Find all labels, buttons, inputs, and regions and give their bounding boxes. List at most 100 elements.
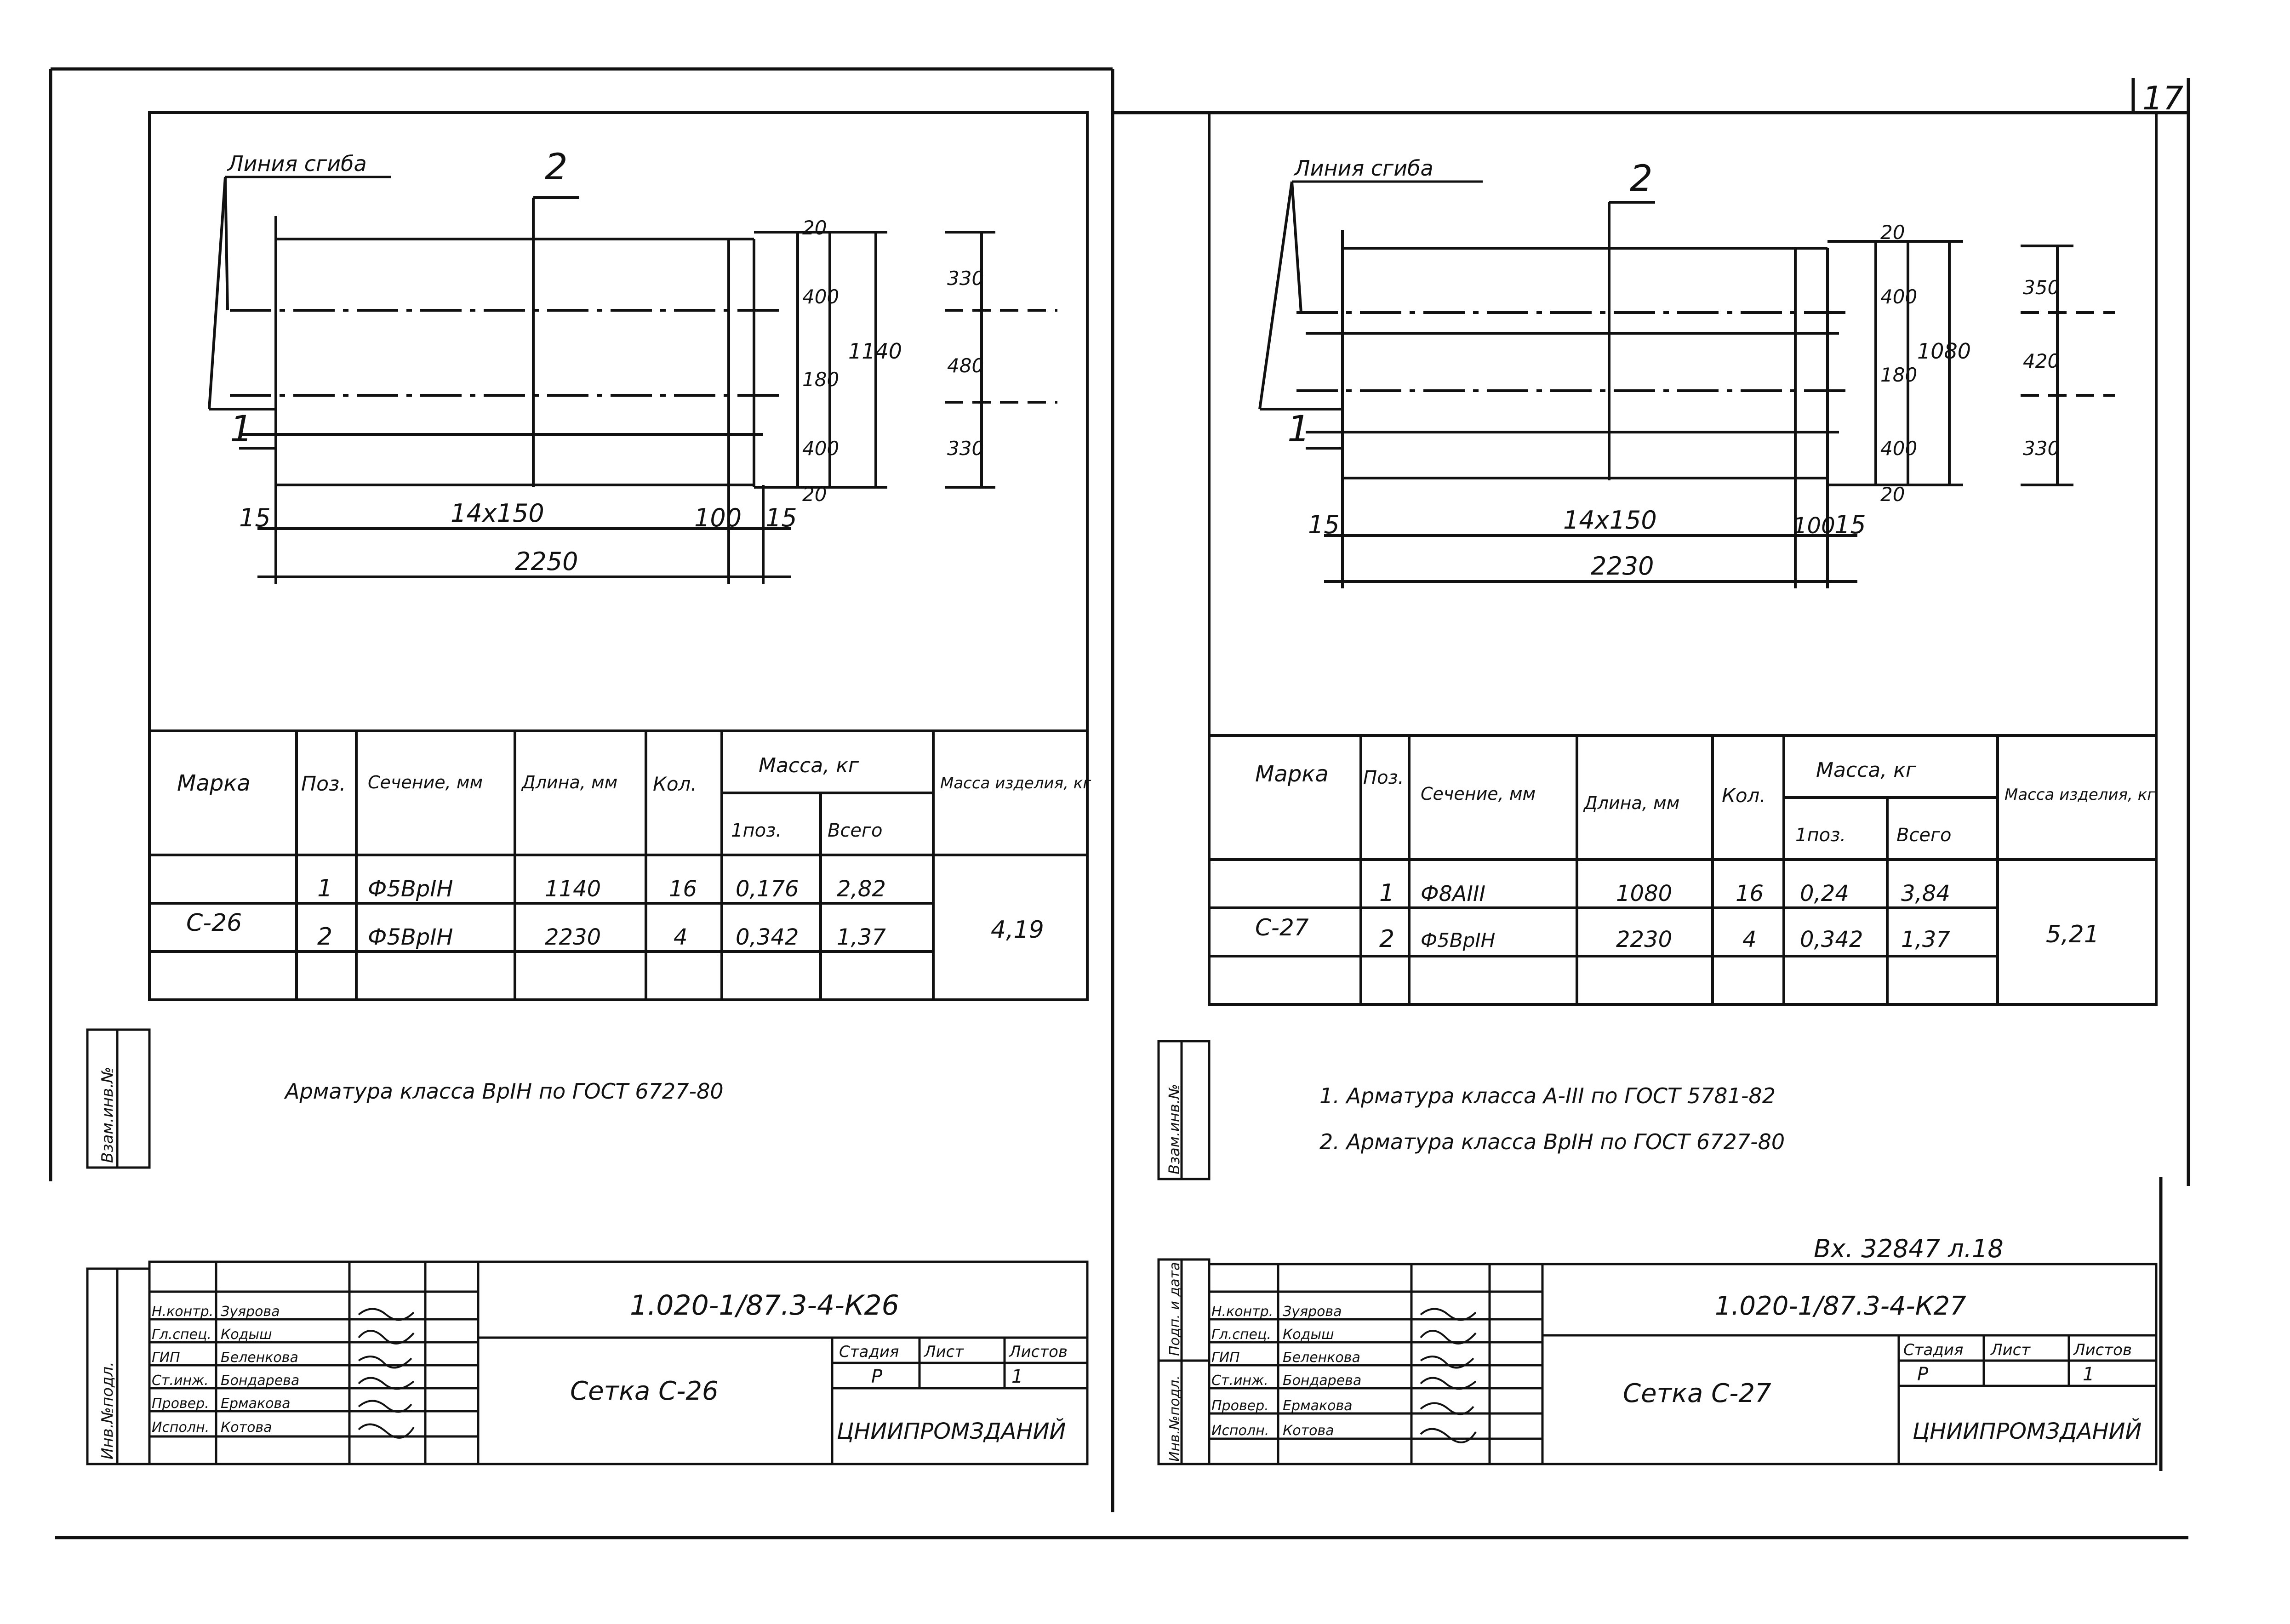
dim-r1-0: 20 [802,217,827,239]
name-3: Бондарева [1283,1373,1361,1389]
name-5: Котова [1283,1423,1334,1439]
dim-r-total: 1140 [848,339,902,364]
name-5: Котова [221,1419,272,1436]
role-2: ГИП [152,1350,180,1366]
row1-qty: 16 [1736,881,1764,906]
row1-section: Ф5ВрIН [368,876,453,902]
sheet-value: 1 [2083,1364,2094,1385]
row2-qty: 4 [1742,927,1757,952]
header-mass-one: 1поз. [1795,825,1846,846]
dim-left-offset: 15 [1308,510,1340,539]
header-item-mass: Масса изделия, кг [2004,786,2156,804]
dim-pitch: 14х150 [451,499,544,528]
left-sheet: Линия сгиба 2 1 15 14х150 100 15 2250 20… [86,111,1091,1465]
sheet-title: Сетка С-27 [1623,1379,1771,1408]
dim-r1-3: 400 [802,437,839,460]
page-number: 17 [2142,80,2183,117]
organization: ЦНИИПРОМЗДАНИЙ [837,1418,1066,1444]
header-mark: Марка [177,770,251,796]
sheets-header: Листов [1008,1343,1068,1361]
name-4: Ермакова [1283,1398,1353,1414]
header-pos: Поз. [301,772,346,796]
position-label-2: 2 [545,147,568,188]
stage-value: Р [1917,1364,1929,1385]
row2-qty: 4 [674,924,688,950]
name-0: Зуярова [1283,1304,1342,1320]
role-5: Исполн. [1211,1423,1269,1439]
sheet-header: Лист [1990,1341,2031,1359]
role-2: ГИП [1211,1350,1240,1366]
row1-pos: 1 [1379,879,1394,907]
incoming-ref: Вх. 32847 л.18 [1814,1234,2004,1263]
dim-end-offset: 15 [1834,510,1866,539]
dim-r2-1: 480 [947,354,984,377]
dim-r1-2: 180 [802,368,839,391]
header-mass-all: Всего [1896,825,1952,846]
reinforcement-note-1: 1. Арматура класса А-III по ГОСТ 5781-82 [1319,1083,1776,1108]
sheet-value: 1 [1011,1366,1023,1387]
header-qty: Кол. [653,773,697,795]
organization: ЦНИИПРОМЗДАНИЙ [1913,1418,2142,1444]
role-0: Н.контр. [1211,1304,1273,1320]
dim-total-length: 2250 [515,547,578,576]
row1-length: 1140 [545,876,601,902]
row1-mass-one: 0,176 [736,876,799,902]
dim-r1-4: 20 [1880,483,1905,506]
row2-pos: 2 [317,923,332,951]
dim-pitch: 14х150 [1563,506,1657,535]
name-1: Кодыш [221,1327,272,1343]
header-section: Сечение, мм [368,772,483,792]
dim-r1-3: 400 [1880,437,1917,460]
side-label-inv-podl: Инв.№подл. [98,1362,117,1459]
doc-code: 1.020-1/87.3-4-К26 [630,1289,899,1322]
row2-length: 2230 [545,924,601,950]
name-4: Ермакова [221,1396,291,1412]
role-5: Исполн. [152,1419,209,1436]
row1-qty: 16 [669,876,697,902]
row1-section: Ф8АIII [1421,881,1485,906]
header-qty: Кол. [1722,784,1766,807]
dim-r1-2: 180 [1880,364,1917,386]
signatures [1420,1308,1477,1443]
row2-mass-all: 1,37 [1901,927,1950,952]
row2-pos: 2 [1379,925,1394,953]
role-3: Ст.инж. [1211,1373,1268,1389]
sheet-title: Сетка С-26 [570,1376,719,1406]
bend-line-label: Линия сгиба [1293,156,1433,181]
sheet-header: Лист [923,1343,964,1361]
row2-mass-one: 0,342 [1800,927,1863,952]
mark-value: С-26 [186,909,242,937]
stage-value: Р [871,1366,883,1387]
role-0: Н.контр. [152,1304,213,1320]
row1-mass-all: 3,84 [1901,881,1950,906]
role-4: Провер. [152,1396,209,1412]
dim-r2-2: 330 [947,437,984,460]
dim-r1-4: 20 [802,483,827,506]
header-item-mass: Масса изделия, кг [940,774,1091,792]
role-1: Гл.спец. [152,1327,211,1343]
dim-left-offset: 15 [239,503,271,532]
dim-r2-2: 330 [2023,437,2060,460]
item-mass: 5,21 [2046,921,2099,948]
side-label-podp-data: Подп. и дата [1167,1262,1183,1356]
dim-r1-1: 400 [802,285,839,308]
side-label-vzam-inv: Взам.инв.№ [1165,1084,1183,1174]
dim-r1-0: 20 [1880,221,1905,244]
item-mass: 4,19 [991,916,1044,944]
position-label-1: 1 [230,409,253,450]
dim-r2-0: 330 [947,267,984,290]
side-label-inv-podl: Инв.№подл. [1167,1375,1183,1462]
name-0: Зуярова [221,1304,280,1320]
dim-end: 100 [1793,513,1835,539]
dim-end: 100 [694,503,742,532]
role-3: Ст.инж. [152,1373,209,1389]
doc-code: 1.020-1/87.3-4-К27 [1715,1291,1966,1321]
signatures [358,1308,415,1439]
row1-length: 1080 [1616,881,1672,906]
row2-mass-one: 0,342 [736,924,799,950]
stage-header: Стадия [1903,1341,1963,1359]
dim-r2-0: 350 [2023,276,2060,299]
name-2: Беленкова [1283,1350,1360,1366]
dim-r1-1: 400 [1880,285,1917,308]
